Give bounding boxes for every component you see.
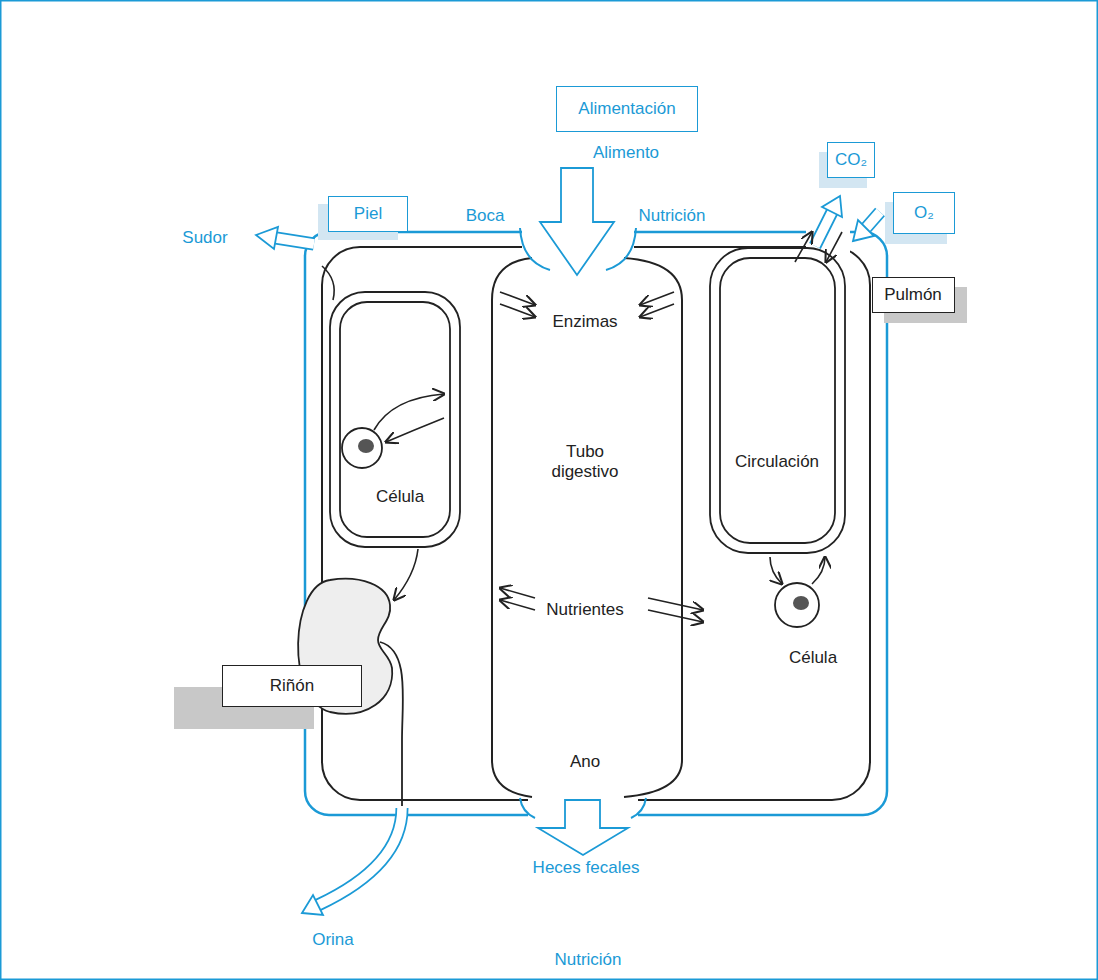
organ-box: Piel [328, 196, 408, 232]
box-label: Piel [354, 204, 382, 224]
urine-arrow-head [302, 895, 323, 915]
enzyme-arrow [500, 292, 535, 305]
diagram-label: Enzimas [552, 312, 617, 332]
sweat-arrow [276, 238, 314, 244]
exchange-arrow [812, 557, 825, 584]
cell-nucleus [358, 439, 374, 453]
box-label: Riñón [270, 676, 314, 696]
sweat-arrow-head [256, 227, 278, 249]
diagram-label: Alimento [593, 143, 659, 163]
exchange-arrow [386, 418, 444, 442]
anus-edge [631, 798, 646, 818]
co2-arrow [815, 212, 832, 246]
diagram-label: Heces fecales [533, 858, 640, 878]
diagram-label: Nutrición [554, 950, 621, 970]
box-label: CO₂ [835, 150, 867, 170]
diagram-label: Ano [570, 752, 600, 772]
gas-arrow [826, 232, 842, 262]
gas-box: O₂ [893, 192, 955, 234]
diagram-label: Boca [466, 206, 505, 226]
box-label: O₂ [914, 203, 934, 223]
food-arrow [540, 168, 614, 275]
o2-arrow-head [853, 220, 874, 241]
digestive-tube-wall [492, 258, 532, 797]
feces-arrow [538, 800, 628, 855]
cell-nucleus [793, 596, 809, 610]
cell-symbol [342, 428, 382, 468]
organ-box: Pulmón [872, 277, 955, 313]
box-label: Pulmón [884, 285, 942, 305]
anus-edge [520, 798, 535, 818]
o2-arrow [866, 212, 880, 228]
ureter [380, 642, 403, 806]
urine-arrow [318, 808, 402, 905]
circulation-loop [330, 292, 460, 547]
body-outline [322, 247, 870, 800]
nutrient-arrow [500, 600, 535, 610]
mouth-lip [520, 228, 550, 270]
cell-symbol [775, 583, 819, 627]
diagram-label: Circulación [735, 452, 819, 472]
enzyme-arrow [640, 292, 674, 305]
diagram-label: Sudor [182, 228, 227, 248]
gas-box: CO₂ [827, 142, 875, 178]
skin-vessel [322, 266, 334, 300]
circulation-loop [340, 302, 450, 537]
nutrient-arrow [648, 610, 703, 622]
nutrient-arrow [500, 588, 535, 598]
sweat-arrow [276, 238, 314, 244]
diagram-label: Tubo digestivo [540, 442, 630, 483]
renal-vessel [394, 549, 418, 600]
o2-arrow [866, 212, 880, 228]
exchange-arrow [374, 394, 444, 430]
skin-outline [305, 232, 887, 815]
diagram-label: Nutrición [638, 206, 705, 226]
digestive-tube-wall [624, 258, 682, 797]
circulation-loop [710, 248, 845, 553]
diagram-label: Célula [376, 487, 424, 507]
exchange-arrow [770, 557, 782, 584]
circulation-loop [720, 258, 835, 543]
enzyme-arrow [500, 304, 535, 317]
co2-arrow-head [822, 196, 842, 217]
urine-arrow [318, 808, 402, 905]
topic-box: Alimentación [556, 86, 698, 132]
mouth-lip [606, 228, 636, 270]
diagram-label: Nutrientes [546, 600, 623, 620]
nutrient-arrow [648, 598, 703, 610]
box-label: Alimentación [578, 99, 675, 119]
organ-box: Riñón [222, 665, 362, 707]
enzyme-arrow [640, 304, 674, 317]
diagram-label: Célula [789, 648, 837, 668]
diagram-label: Orina [312, 930, 354, 950]
co2-arrow [815, 212, 832, 246]
